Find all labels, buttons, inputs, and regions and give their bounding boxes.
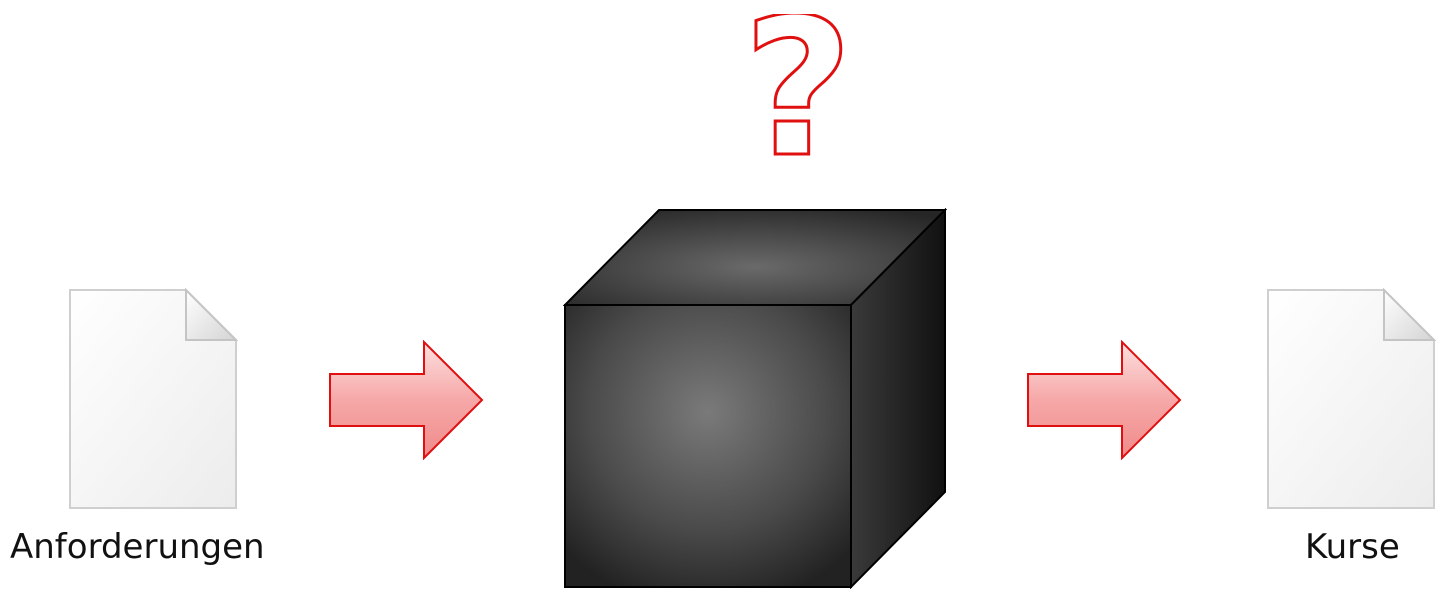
black-box-cube-icon xyxy=(563,208,947,589)
document-icon xyxy=(1266,288,1436,510)
right-arrow-icon xyxy=(328,340,484,460)
document-icon xyxy=(68,288,238,510)
question-mark: ? xyxy=(743,14,853,170)
input-document-label: Anforderungen xyxy=(10,527,265,567)
question-mark-icon: ? xyxy=(738,14,858,170)
right-arrow-icon xyxy=(1026,340,1182,460)
output-document-label: Kurse xyxy=(1305,527,1400,567)
